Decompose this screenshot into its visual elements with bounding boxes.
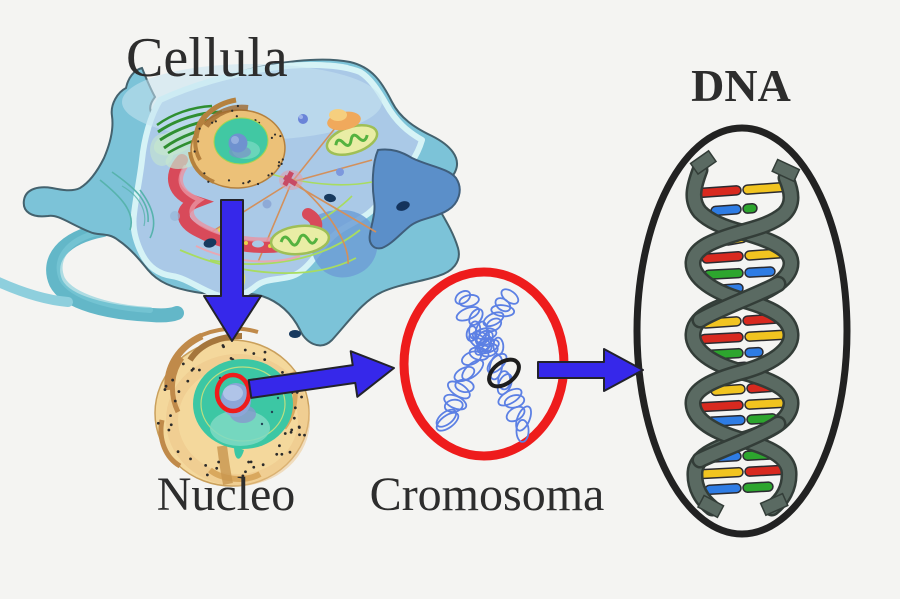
nucleus-folds: [158, 326, 298, 485]
arrow-cell-to-nucleus: [203, 199, 262, 342]
dna-ellipse: [633, 124, 851, 538]
nucleus-illustration: [154, 326, 310, 487]
dna-label: DNA: [691, 60, 791, 111]
mitochondrion-1: [325, 124, 379, 156]
nucleus-label: Nucleo: [156, 468, 296, 521]
cell-nucleus-pores: [193, 104, 284, 186]
vesicles: [170, 114, 344, 338]
cell-label: Cellula: [126, 27, 288, 89]
dna-illustration: [633, 124, 851, 538]
flow-arrows: [203, 199, 644, 399]
cell-nucleus: [188, 97, 286, 189]
cell-right-lobe: [368, 148, 461, 250]
orange-organelle: [327, 109, 361, 131]
chromosome-region-ellipse: [487, 357, 521, 389]
arrow-nucleus-to-chromosome: [247, 350, 395, 399]
centrosome: [279, 170, 303, 190]
dna-helix: [684, 149, 801, 519]
arrow-chromosome-to-dna: [537, 348, 644, 392]
mitochondrion-2: [269, 224, 331, 256]
nucleolus-red-ring: [214, 372, 252, 414]
cell-flagellum: [0, 223, 184, 323]
chromosome-label: Cromosoma: [369, 468, 605, 521]
